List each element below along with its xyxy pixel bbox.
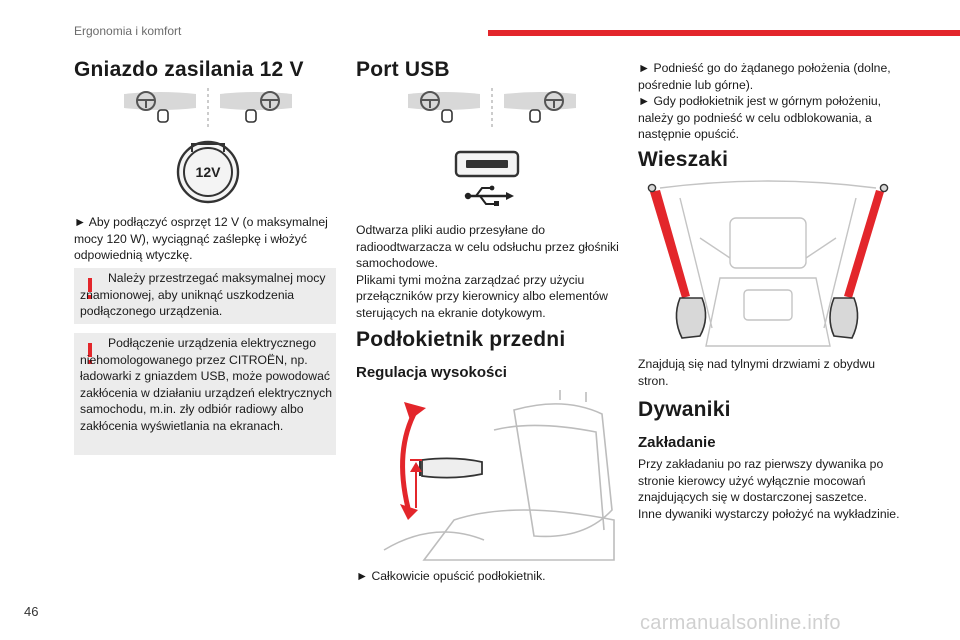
socket-instruction: ► Aby podłączyć osprzęt 12 V (o maksymal…	[74, 215, 328, 263]
section-title-hooks: Wieszaki	[638, 148, 729, 171]
armrest-lower-instruction: ► Całkowicie opuścić podłokietnik.	[356, 569, 546, 583]
hooks-description: Znajdują się nad tylnymi drzwiami z obyd…	[638, 357, 876, 388]
usb-port-icon	[454, 150, 520, 206]
power-socket-icon: 12V	[176, 140, 240, 204]
rear-hooks-illustration	[647, 180, 889, 347]
section-title-12v: Gniazdo zasilania 12 V	[74, 58, 304, 81]
header-accent-bar	[488, 30, 960, 36]
armrest-seat-illustration	[383, 390, 615, 561]
warning-box-power: Należy przestrzegać maksymalnej mocy zna…	[74, 268, 336, 324]
page-number: 46	[24, 604, 39, 619]
armrest-raise-instruction: ► Podnieść go do żądanego położenia (dol…	[638, 61, 891, 142]
dashboard-location-icon	[124, 88, 292, 128]
running-header: Ergonomia i komfort	[74, 24, 182, 38]
mats-fitting-text: Przy zakładaniu po raz pierwszy dywanika…	[638, 457, 900, 521]
warning-text-power: Należy przestrzegać maksymalnej mocy zna…	[80, 271, 326, 319]
section-title-mats: Dywaniki	[638, 398, 731, 421]
dashboard-location-icon-usb	[408, 88, 576, 128]
socket-label: 12V	[195, 164, 221, 180]
warning-text-homologation: Podłączenie urządzenia elektrycznego nie…	[80, 336, 333, 433]
subsection-title-fitting: Zakładanie	[638, 434, 716, 451]
usb-description: Odtwarza pliki audio przesyłane do radio…	[356, 223, 619, 320]
subsection-title-height: Regulacja wysokości	[356, 364, 507, 381]
section-title-usb: Port USB	[356, 58, 450, 81]
warning-box-homologation: Podłączenie urządzenia elektrycznego nie…	[74, 333, 336, 455]
warning-exclamation-icon	[88, 278, 92, 299]
warning-exclamation-icon	[88, 343, 92, 364]
watermark: carmanualsonline.info	[640, 612, 841, 634]
section-title-armrest: Podłokietnik przedni	[356, 328, 566, 351]
